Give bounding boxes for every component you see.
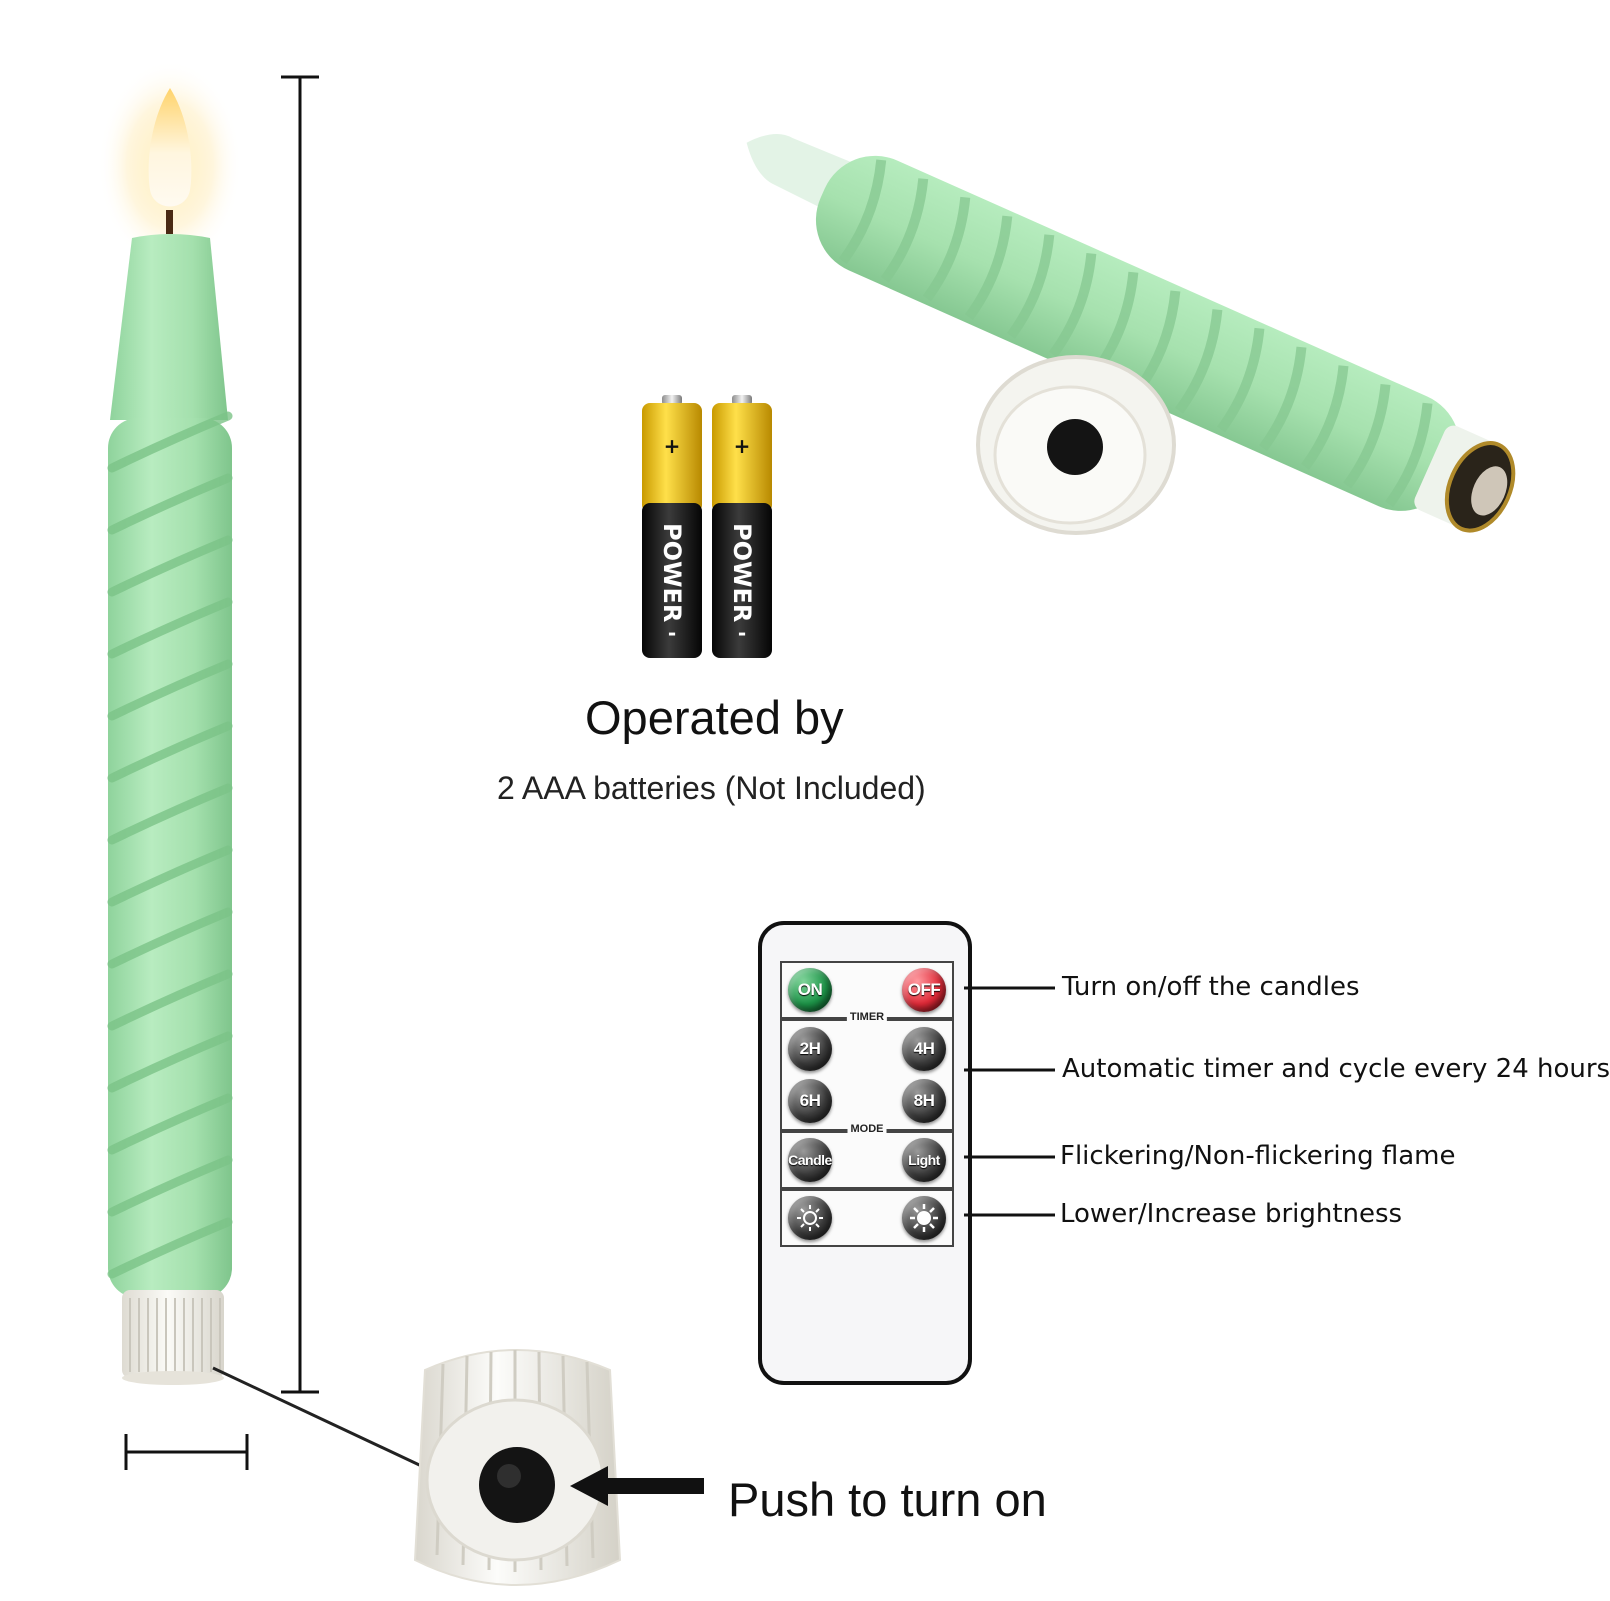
dim-button[interactable] xyxy=(788,1196,832,1240)
brighten-icon xyxy=(910,1204,938,1232)
dim-icon xyxy=(797,1205,823,1231)
annotation-brightness: Lower/Increase brightness xyxy=(1060,1199,1403,1229)
battery: + - POWER xyxy=(642,395,702,658)
svg-text:+: + xyxy=(734,434,751,458)
svg-text:+: + xyxy=(664,434,681,458)
power-button[interactable] xyxy=(479,1447,555,1523)
battery: + - POWER xyxy=(712,395,772,658)
annotation-mode: Flickering/Non-flickering flame xyxy=(1060,1141,1456,1171)
svg-text:-: - xyxy=(738,621,746,645)
detached-base xyxy=(976,355,1176,535)
base-closeup xyxy=(413,1349,622,1586)
svg-text:POWER: POWER xyxy=(728,523,756,622)
flame-icon xyxy=(148,88,192,207)
arrow-left-icon xyxy=(570,1466,704,1506)
remote-control: ON OFF TIMER 2H 4H 6H 8H MODE Candle Lig… xyxy=(758,921,972,1385)
light-mode-button[interactable]: Light xyxy=(902,1138,946,1182)
push-to-turn-on-label: Push to turn on xyxy=(728,1473,1047,1526)
battery-requirement: 2 AAA batteries (Not Included) xyxy=(497,770,926,806)
svg-text:POWER: POWER xyxy=(658,523,686,622)
annotation-power: Turn on/off the candles xyxy=(1062,972,1360,1002)
mode-panel: MODE Candle Light xyxy=(780,1123,954,1189)
timer-8h-button[interactable]: 8H xyxy=(902,1079,946,1123)
timer-2h-button[interactable]: 2H xyxy=(788,1027,832,1071)
lying-candle xyxy=(746,133,1516,535)
power-panel: ON OFF xyxy=(780,961,954,1019)
brighten-button[interactable] xyxy=(902,1196,946,1240)
timer-4h-button[interactable]: 4H xyxy=(902,1027,946,1071)
mode-title: MODE xyxy=(847,1123,887,1135)
power-button[interactable] xyxy=(1047,419,1103,475)
svg-text:-: - xyxy=(668,621,676,645)
on-button[interactable]: ON xyxy=(788,968,832,1012)
brightness-panel xyxy=(780,1189,954,1247)
timer-panel: TIMER 2H 4H 6H 8H xyxy=(780,1011,954,1131)
off-button[interactable]: OFF xyxy=(902,968,946,1012)
candle-mode-button[interactable]: Candle xyxy=(788,1138,832,1182)
annotation-timer: Automatic timer and cycle every 24 hours xyxy=(1062,1054,1610,1084)
operated-by-title: Operated by xyxy=(585,691,844,744)
aaa-batteries: + - POWER + - POWER xyxy=(642,395,772,658)
timer-6h-button[interactable]: 6H xyxy=(788,1079,832,1123)
timer-title: TIMER xyxy=(846,1011,888,1023)
